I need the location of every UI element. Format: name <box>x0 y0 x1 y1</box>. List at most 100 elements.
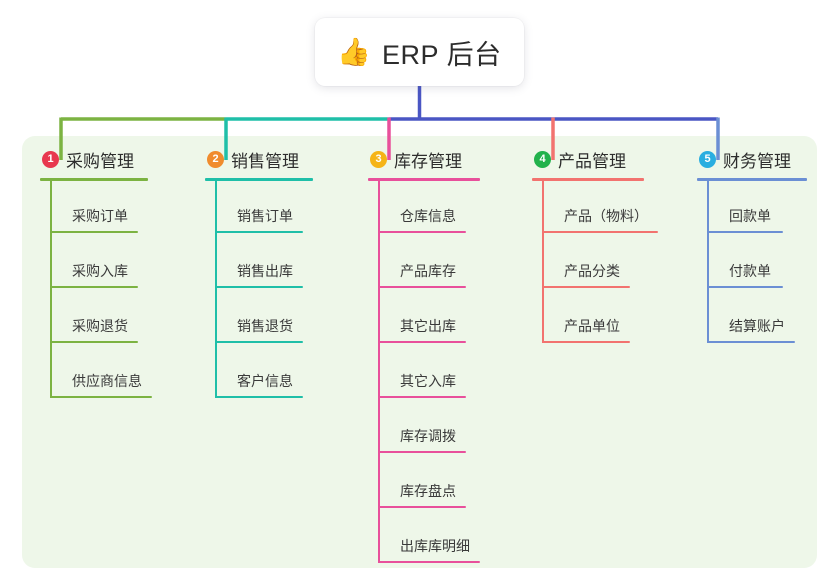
branch-header-4[interactable]: 4 产品管理 <box>532 146 644 172</box>
branch-item[interactable]: 销售出库 <box>215 236 313 291</box>
branch-column-4: 4 产品管理产品（物料） 产品分类产品单位 <box>532 146 658 346</box>
branch-item-label: 销售订单 <box>237 208 293 224</box>
branch-item-underline <box>707 341 795 343</box>
branch-item-underline <box>50 286 138 288</box>
branch-item-list: 销售订单销售出库销售退货客户信息 <box>205 181 313 401</box>
branch-item-label: 库存盘点 <box>400 483 456 499</box>
branch-item[interactable]: 回款单 <box>707 181 807 236</box>
branch-underline <box>205 178 313 181</box>
branch-item-underline <box>542 286 630 288</box>
branch-number-badge: 2 <box>207 150 224 168</box>
branch-item-underline <box>378 396 466 398</box>
root-node[interactable]: 👍 ERP 后台 <box>315 18 524 86</box>
branch-item-underline <box>707 286 783 288</box>
branch-number-badge: 1 <box>42 150 59 168</box>
branch-item[interactable]: 仓库信息 <box>378 181 480 236</box>
branch-item-underline <box>215 231 303 233</box>
branch-item-label: 库存调拨 <box>400 428 456 444</box>
branch-item[interactable]: 出库库明细 <box>378 511 480 566</box>
branch-item-label: 回款单 <box>729 208 771 224</box>
branch-item[interactable]: 产品分类 <box>542 236 644 291</box>
branch-underline <box>40 178 148 181</box>
branch-item-underline <box>378 341 466 343</box>
branch-underline <box>532 178 644 181</box>
branches-panel <box>22 136 817 568</box>
branch-item-label: 销售出库 <box>237 263 293 279</box>
branch-item-label: 产品（物料） <box>564 208 648 224</box>
thumbs-up-icon: 👍 <box>337 36 372 67</box>
branch-number-badge: 4 <box>534 150 551 168</box>
branch-spine <box>542 181 544 343</box>
branch-header-2[interactable]: 2 销售管理 <box>205 146 313 172</box>
branch-item-list: 回款单付款单结算账户 <box>697 181 807 346</box>
branch-title: 产品管理 <box>558 151 626 171</box>
branch-item[interactable]: 采购订单 <box>50 181 148 236</box>
branch-item-label: 仓库信息 <box>400 208 456 224</box>
branch-item-underline <box>50 341 138 343</box>
branch-item-label: 采购入库 <box>72 263 128 279</box>
branch-item-label: 出库库明细 <box>400 538 470 554</box>
branch-item-list: 采购订单采购入库采购退货供应商信息 <box>40 181 152 401</box>
branch-item-list: 产品（物料） 产品分类产品单位 <box>532 181 658 346</box>
branch-item-label: 产品单位 <box>564 318 620 334</box>
branch-header-1[interactable]: 1 采购管理 <box>40 146 148 172</box>
branch-item-label: 客户信息 <box>237 373 293 389</box>
branch-item[interactable]: 产品单位 <box>542 291 644 346</box>
branch-item[interactable]: 销售订单 <box>215 181 313 236</box>
branch-item[interactable]: 采购退货 <box>50 291 148 346</box>
branch-spine <box>378 181 380 563</box>
branch-header-3[interactable]: 3 库存管理 <box>368 146 480 172</box>
branch-column-3: 3 库存管理仓库信息产品库存其它出库其它入库库存调拨库存盘点出库库明细 <box>368 146 480 566</box>
branch-item-label: 产品库存 <box>400 263 456 279</box>
branch-item-label: 采购退货 <box>72 318 128 334</box>
branch-spine <box>50 181 52 398</box>
branch-spine <box>707 181 709 343</box>
branch-item-label: 结算账户 <box>729 318 785 334</box>
branch-item[interactable]: 其它出库 <box>378 291 480 346</box>
branch-item-underline <box>378 286 466 288</box>
branch-item-underline <box>215 341 303 343</box>
branch-spine <box>215 181 217 398</box>
branch-number-badge: 5 <box>699 150 716 168</box>
branch-item-label: 产品分类 <box>564 263 620 279</box>
branch-item-underline <box>378 231 466 233</box>
branch-item-underline <box>215 396 303 398</box>
branch-item-label: 供应商信息 <box>72 373 142 389</box>
branch-item[interactable]: 产品（物料） <box>542 181 658 236</box>
branch-title: 采购管理 <box>66 151 134 171</box>
branch-item-label: 其它出库 <box>400 318 456 334</box>
branch-item[interactable]: 销售退货 <box>215 291 313 346</box>
branch-column-5: 5 财务管理回款单付款单结算账户 <box>697 146 807 346</box>
branch-item[interactable]: 产品库存 <box>378 236 480 291</box>
root-node-label: ERP 后台 <box>382 39 502 70</box>
branch-item[interactable]: 采购入库 <box>50 236 148 291</box>
branch-column-2: 2 销售管理销售订单销售出库销售退货客户信息 <box>205 146 313 401</box>
branch-item[interactable]: 供应商信息 <box>50 346 152 401</box>
branch-column-1: 1 采购管理采购订单采购入库采购退货供应商信息 <box>40 146 152 401</box>
branch-item-underline <box>50 231 138 233</box>
branch-item-underline <box>378 561 480 563</box>
branch-header-5[interactable]: 5 财务管理 <box>697 146 807 172</box>
branch-title: 销售管理 <box>231 151 299 171</box>
branch-item-label: 付款单 <box>729 263 771 279</box>
branch-item[interactable]: 库存盘点 <box>378 456 480 511</box>
branch-item-underline <box>378 506 466 508</box>
branch-title: 财务管理 <box>723 151 791 171</box>
branch-item-label: 采购订单 <box>72 208 128 224</box>
branch-item[interactable]: 结算账户 <box>707 291 807 346</box>
branch-underline <box>697 178 807 181</box>
branch-item-underline <box>50 396 152 398</box>
branch-item-underline <box>707 231 783 233</box>
branch-item[interactable]: 客户信息 <box>215 346 313 401</box>
branch-item-underline <box>378 451 466 453</box>
branch-item[interactable]: 付款单 <box>707 236 807 291</box>
branch-underline <box>368 178 480 181</box>
branch-item-list: 仓库信息产品库存其它出库其它入库库存调拨库存盘点出库库明细 <box>368 181 480 566</box>
branch-title: 库存管理 <box>394 151 462 171</box>
branch-item-underline <box>542 231 658 233</box>
branch-number-badge: 3 <box>370 150 387 168</box>
branch-item[interactable]: 库存调拨 <box>378 401 480 456</box>
branch-item[interactable]: 其它入库 <box>378 346 480 401</box>
branch-item-label: 销售退货 <box>237 318 293 334</box>
